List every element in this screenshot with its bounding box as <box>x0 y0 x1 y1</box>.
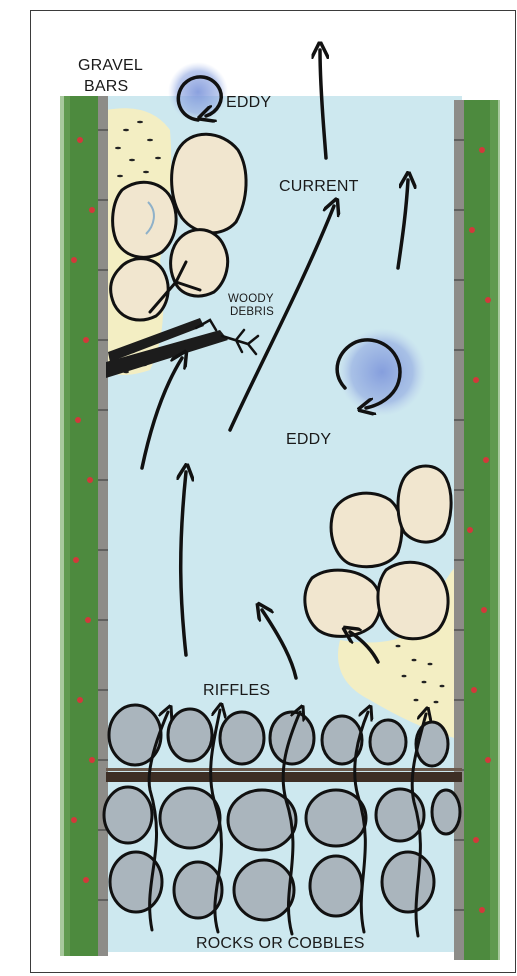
left-bank-vegetation <box>60 96 100 956</box>
eddy-middle-label: EDDY <box>286 430 331 449</box>
right-bank-vegetation <box>464 100 500 960</box>
gravel-bars-label-line2: BARS <box>84 77 128 96</box>
eddy-top <box>168 62 228 122</box>
riffles-label: RIFFLES <box>203 681 270 700</box>
eddy-top-label: EDDY <box>226 93 271 112</box>
current-label: CURRENT <box>279 177 359 196</box>
woody-debris-label-line1: WOODY <box>228 293 274 306</box>
rocks-or-cobbles-label: ROCKS OR COBBLES <box>196 934 365 953</box>
woody-debris-label-line2: DEBRIS <box>230 306 274 319</box>
right-bank-wall <box>454 100 464 960</box>
gravel-bars-label-line1: GRAVEL <box>78 56 143 75</box>
